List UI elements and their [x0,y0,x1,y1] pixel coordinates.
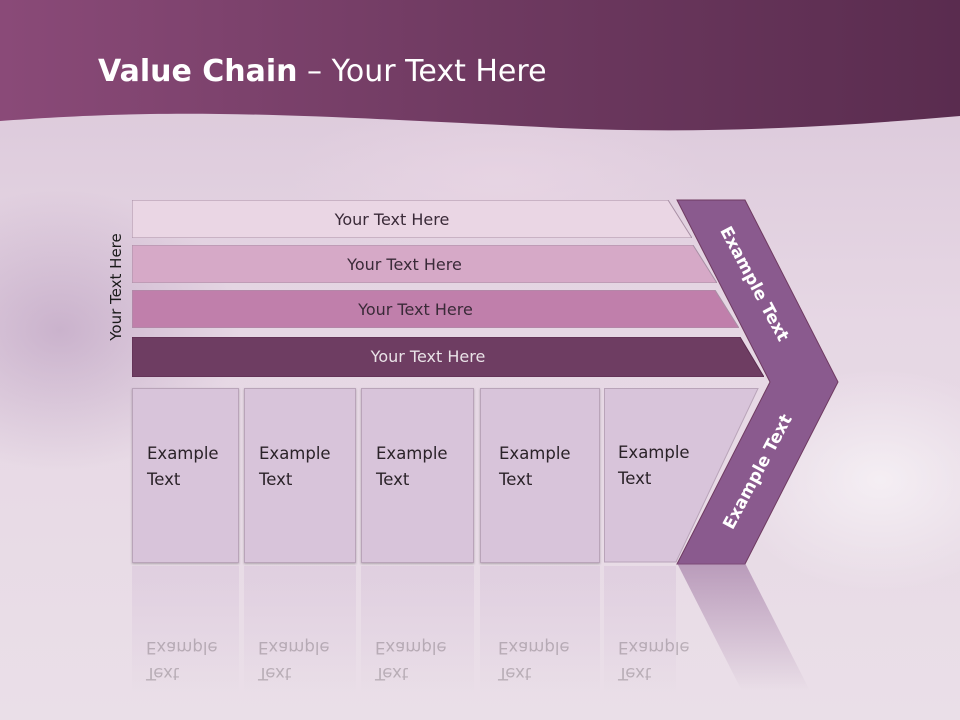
value-bar-3: Your Text Here [132,290,739,328]
chevron-reflection [677,563,810,691]
value-bar-1-label: Your Text Here [334,209,450,229]
value-bar-4-label: Your Text Here [370,346,486,366]
value-bar-1: Your Text Here [132,200,692,238]
value-bar-3-label: Your Text Here [358,299,473,319]
header-banner [0,0,960,131]
activity-box-5 [604,388,759,563]
page-title: Value Chain – Your Text Here [98,54,547,89]
value-bar-2-label: Your Text Here [347,254,462,274]
value-bar-2: Your Text Here [132,245,717,283]
value-bar-4: Your Text Here [132,337,764,377]
side-label: Your Text Here [107,233,125,341]
